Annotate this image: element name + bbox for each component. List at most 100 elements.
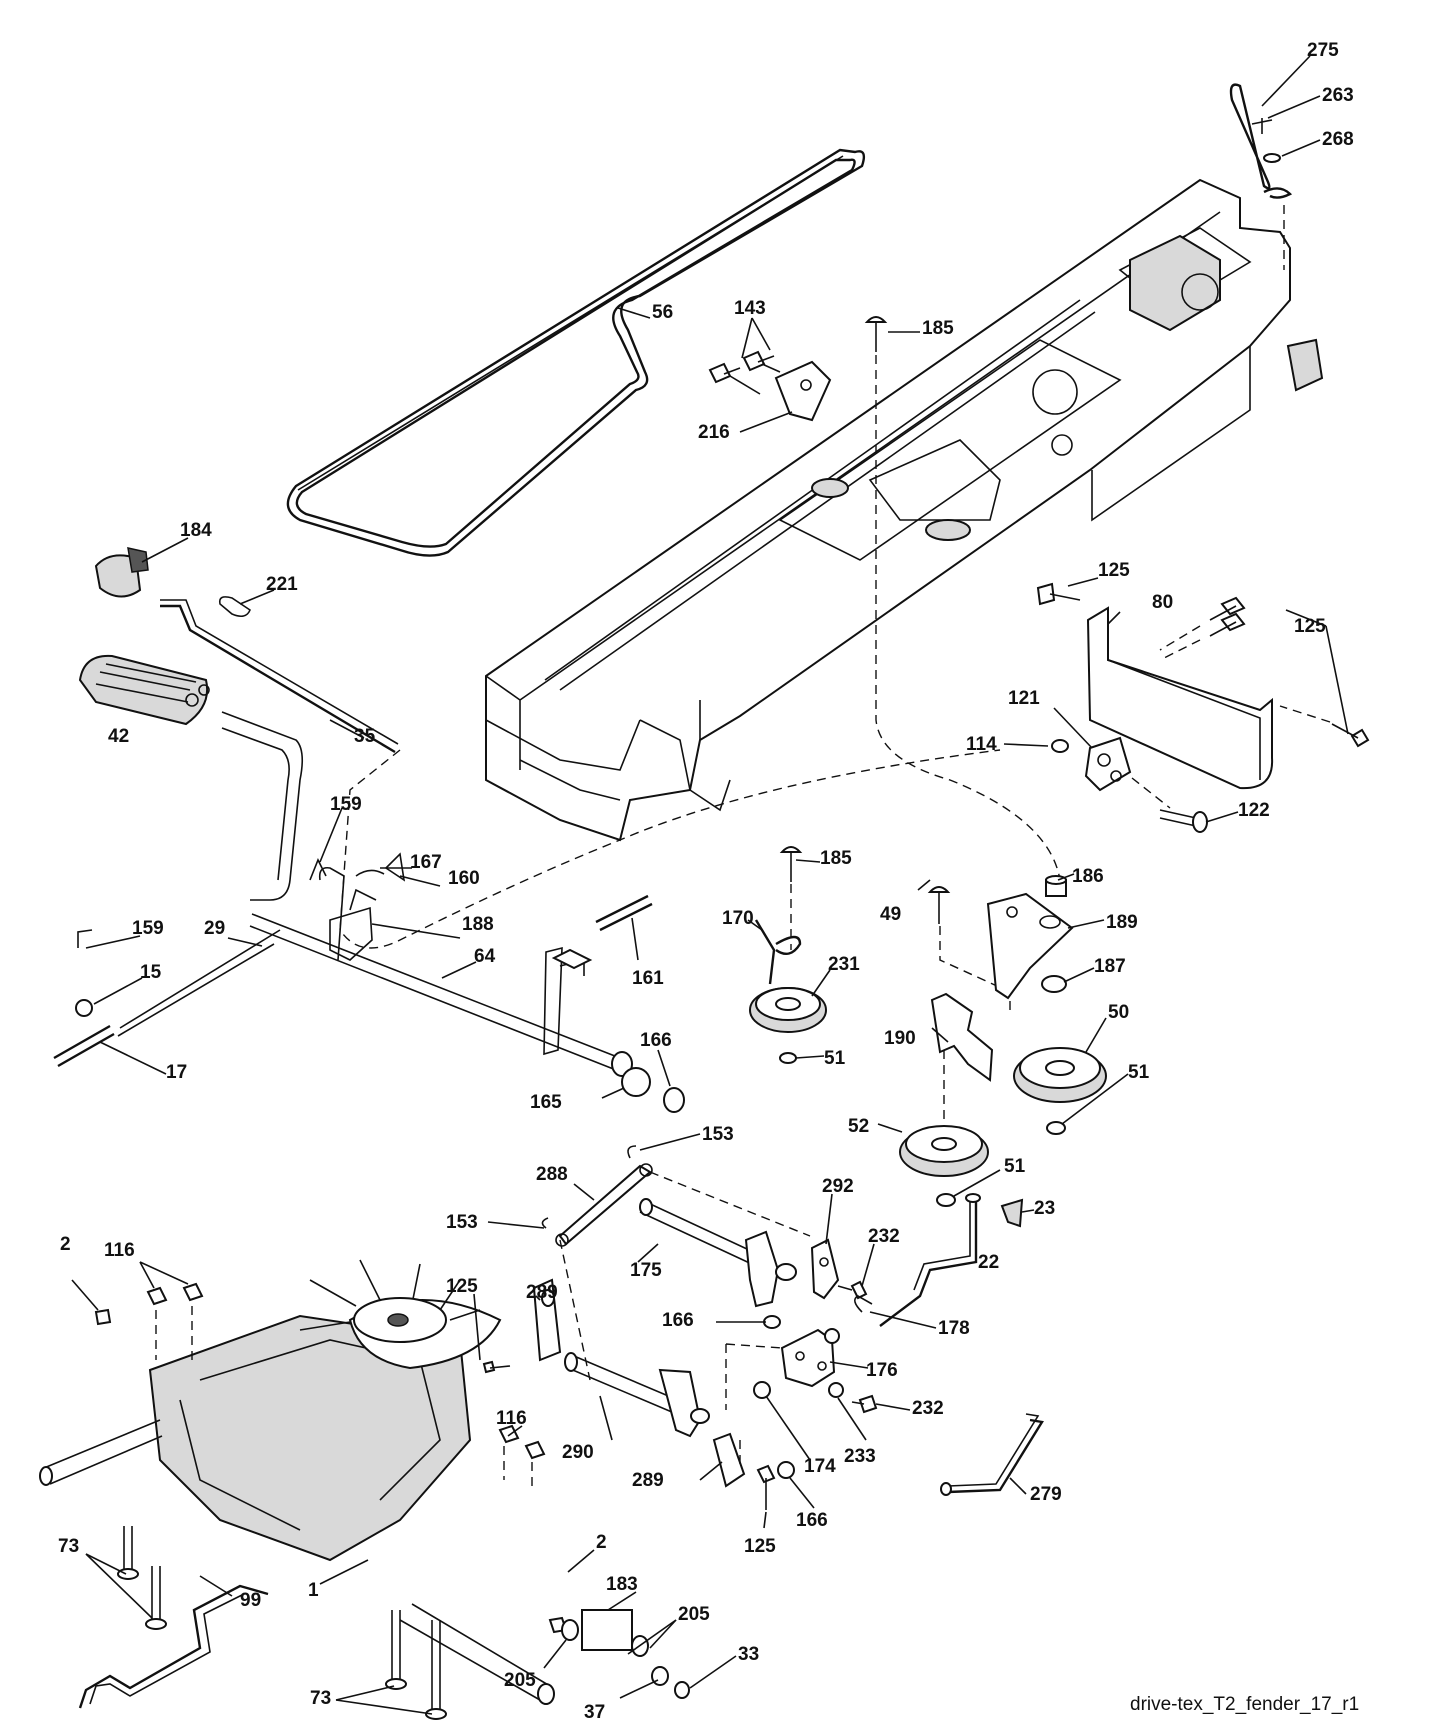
pedal-42	[78, 654, 208, 726]
bracket-189	[986, 892, 1074, 1000]
part-label: 232	[868, 1226, 900, 1247]
part-label: 160	[448, 868, 480, 889]
parts-right-bracket	[1036, 582, 1370, 833]
parts-transaxle	[39, 1239, 795, 1720]
rod-22	[879, 1200, 978, 1327]
part-label: 116	[104, 1240, 135, 1261]
part-label: 64	[474, 946, 496, 967]
part-label: 176	[866, 1360, 898, 1381]
drive-belt-56	[286, 148, 866, 557]
parts-shaft	[53, 749, 1001, 1113]
part-label: 116	[496, 1408, 527, 1429]
bolt-73a	[117, 1568, 139, 1580]
clip-221	[218, 596, 251, 618]
part-label: 125	[744, 1536, 776, 1557]
part-label: 289	[526, 1282, 558, 1303]
arm-292	[810, 1238, 840, 1300]
part-label: 143	[734, 298, 766, 319]
frame-chassis	[485, 178, 1324, 842]
parts-top-center	[708, 316, 1061, 881]
part-label: 2	[596, 1532, 607, 1553]
part-268	[1263, 153, 1281, 163]
part-label: 166	[640, 1030, 672, 1051]
part-label: 279	[1030, 1484, 1062, 1505]
part-label: 114	[966, 734, 997, 755]
spring-170	[754, 919, 802, 985]
pin-160	[384, 852, 406, 882]
part-label: 73	[58, 1536, 79, 1557]
part-label: 33	[738, 1644, 759, 1665]
part-275	[1229, 83, 1271, 190]
part-label: 153	[702, 1124, 734, 1145]
clip-153b	[541, 1217, 549, 1229]
washer-233	[828, 1382, 844, 1398]
part-label: 50	[1108, 1002, 1129, 1023]
part-label: 37	[584, 1702, 605, 1723]
part-label: 174	[804, 1456, 836, 1477]
bushing-165	[621, 1067, 651, 1097]
part-label: 183	[606, 1574, 638, 1595]
part-label: 15	[140, 962, 162, 983]
part-label: 29	[204, 918, 225, 939]
part-label: 42	[108, 726, 129, 747]
part-label: 1	[308, 1580, 319, 1601]
rod-99	[78, 1584, 269, 1709]
part-label: 159	[330, 794, 362, 815]
nut-51a	[779, 1052, 797, 1064]
rod-35	[160, 604, 396, 754]
pin-159	[309, 858, 327, 881]
part-label: 221	[266, 574, 298, 595]
part-label: 125	[446, 1276, 478, 1297]
part-label: 51	[824, 1048, 846, 1069]
part-label: 190	[884, 1028, 916, 1049]
part-label: 289	[632, 1470, 664, 1491]
part-label: 80	[1152, 592, 1173, 613]
nut-114	[1051, 739, 1069, 753]
diagram-caption: drive-tex_T2_fender_17_r1	[1130, 1694, 1359, 1715]
part-label: 52	[848, 1116, 869, 1137]
bolt-122	[1192, 811, 1208, 833]
part-label: 23	[1034, 1198, 1055, 1219]
bracket-175	[744, 1230, 780, 1308]
part-label: 233	[844, 1446, 876, 1467]
washer-33	[674, 1681, 690, 1699]
part-label: 170	[722, 908, 754, 929]
bracket-289b	[712, 1432, 746, 1488]
parts-pedal	[78, 547, 399, 901]
part-label: 125	[1098, 560, 1130, 581]
nut-51c	[936, 1193, 956, 1207]
part-label: 2	[60, 1234, 71, 1255]
part-label: 166	[796, 1510, 828, 1531]
part-label: 189	[1106, 912, 1138, 933]
bracket-190	[930, 992, 994, 1082]
spring-17	[53, 1024, 115, 1068]
washer-205a	[561, 1619, 579, 1641]
part-label: 35	[354, 726, 376, 747]
part-label: 186	[1072, 866, 1104, 887]
part-263	[1251, 118, 1273, 134]
link-288	[558, 1164, 652, 1246]
washer-15	[75, 999, 93, 1017]
part-label: 185	[820, 848, 852, 869]
rod-279	[947, 1418, 1044, 1494]
part-label: 263	[1322, 85, 1354, 106]
clip-153a	[627, 1145, 637, 1159]
part-label: 288	[536, 1164, 568, 1185]
knob-184	[94, 554, 142, 598]
part-label: 175	[630, 1260, 662, 1281]
part-label: 121	[1008, 688, 1040, 709]
parts-pulleys	[749, 846, 1107, 1207]
part-label: 166	[662, 1310, 694, 1331]
part-label: 292	[822, 1176, 854, 1197]
part-label: 161	[632, 968, 664, 989]
leader-lines	[71, 55, 1349, 1715]
washer-174	[753, 1381, 771, 1399]
part-label: 216	[698, 422, 730, 443]
bracket-80	[1086, 606, 1274, 790]
part-label: 125	[1294, 616, 1326, 637]
washer-166c	[777, 1461, 795, 1479]
nut-51b	[1046, 1121, 1066, 1135]
part-label: 73	[310, 1688, 331, 1709]
washer-166b	[763, 1315, 781, 1329]
